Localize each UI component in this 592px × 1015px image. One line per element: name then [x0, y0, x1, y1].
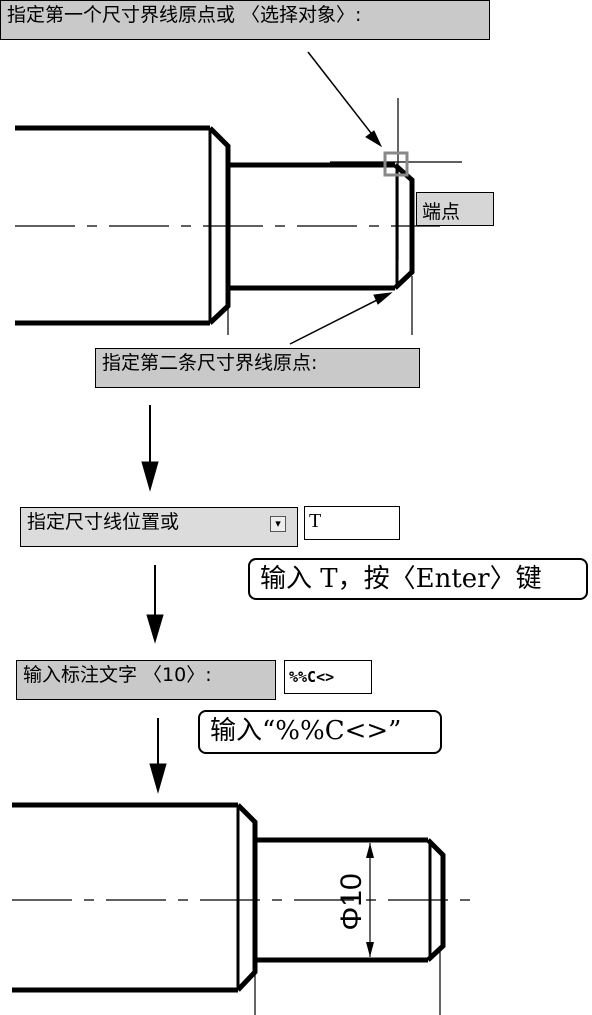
prompt3-label: 指定尺寸线位置或: [27, 511, 180, 533]
dimension-text-input[interactable]: %%C<>: [284, 660, 372, 694]
callout-enter-diameter-code: 输入“%%C<>”: [198, 710, 442, 754]
leader-arrow-2: [289, 292, 393, 345]
prompt-second-extension-origin: 指定第二条尺寸界线原点:: [95, 348, 420, 388]
flow-arrow-2: [146, 565, 164, 644]
prompt-dimension-text: 输入标注文字 〈10〉:: [16, 660, 276, 700]
prompt-first-extension-origin: 指定第一个尺寸界线原点或 〈选择对象〉:: [0, 0, 490, 40]
prompt-dimension-line-location: 指定尺寸线位置或: [20, 507, 298, 547]
dimension-arrows: [366, 843, 374, 957]
callout-enter-t: 输入 T，按〈Enter〉键: [248, 558, 588, 600]
shaft-top: [15, 125, 440, 335]
leader-arrow-1: [307, 51, 383, 148]
shaft-bottom: [12, 802, 475, 1015]
flow-arrow-3: [149, 718, 167, 794]
crosshair-cursor-icon: [330, 98, 462, 260]
command-input-t[interactable]: T: [304, 506, 400, 540]
osnap-endpoint-tooltip: 端点: [416, 192, 494, 226]
flow-arrow-1: [141, 405, 159, 492]
dropdown-arrow-icon[interactable]: ▾: [270, 516, 286, 532]
dimension-text: Φ10: [335, 873, 368, 930]
